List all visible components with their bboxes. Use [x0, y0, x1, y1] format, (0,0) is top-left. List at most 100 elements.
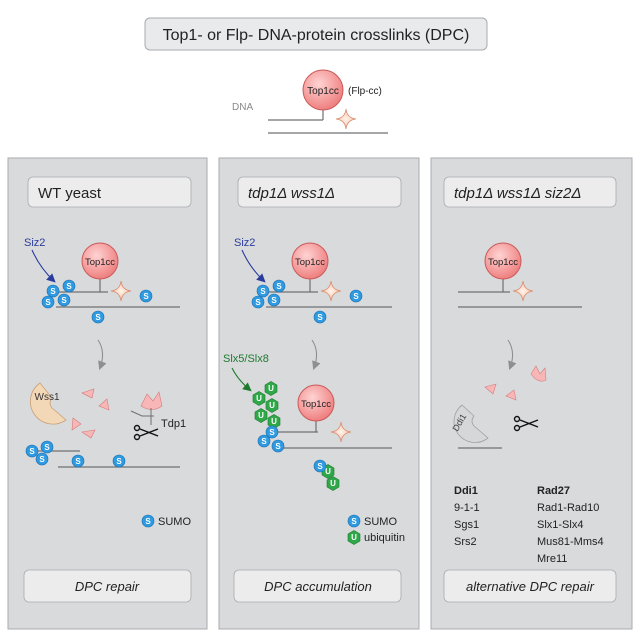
- panel-wt-title: WT yeast: [38, 185, 102, 202]
- svg-text:S: S: [116, 457, 122, 466]
- slx5-slx8-label: Slx5/Slx8: [223, 353, 269, 365]
- svg-text:S: S: [275, 442, 281, 451]
- dna-lesion-star-icon: [110, 280, 132, 302]
- ubiquitin-chain: U U U U U U U: [252, 381, 340, 491]
- top1cc-label: Top1cc: [85, 257, 115, 268]
- sumo-icon: [141, 514, 155, 528]
- dna-lesion-star-icon: [512, 280, 534, 302]
- wss1-label: Wss1: [35, 392, 60, 403]
- svg-text:U: U: [330, 479, 336, 488]
- panel-tdp1-wss1: tdp1Δ wss1Δ Siz2 Top1cc S S S S S S Slx5…: [218, 157, 420, 630]
- top1cc-label: Top1cc: [488, 257, 518, 268]
- process-arrow-icon: [507, 339, 517, 371]
- panel-wt: WT yeast Siz2 Top1cc S S S S S S Wss1: [7, 157, 208, 630]
- repair-factors-right: Rad27 Rad1-Rad10 Slx1-Slx4 Mus81-Mms4 Mr…: [537, 485, 604, 565]
- sumo-cluster-lower: S S S S: [257, 425, 327, 473]
- wss1-protease: Wss1: [30, 382, 67, 425]
- top1cc-circle: [484, 242, 522, 280]
- svg-text:S: S: [29, 447, 35, 456]
- svg-text:S: S: [353, 292, 359, 301]
- dna-label: DNA: [232, 102, 253, 113]
- svg-text:U: U: [271, 417, 277, 426]
- factor-item: Rad1-Rad10: [537, 502, 599, 514]
- siz2-arrow-icon: [31, 249, 56, 283]
- scissors-icon: [133, 424, 159, 441]
- factor-header-rad27: Rad27: [537, 485, 570, 497]
- legend-label: SUMO: [158, 516, 191, 528]
- svg-text:S: S: [95, 313, 101, 322]
- top1cc-circle: [297, 384, 335, 422]
- repair-factors-left: Ddi1 9-1-1 Sgs1 Srs2: [454, 485, 480, 548]
- factor-item: Srs2: [454, 536, 477, 548]
- svg-text:S: S: [143, 292, 149, 301]
- factor-item: 9-1-1: [454, 502, 480, 514]
- top1cc-label: Top1cc: [295, 257, 325, 268]
- sumo-cluster: S S S S S S: [41, 279, 153, 324]
- svg-text:S: S: [255, 298, 261, 307]
- panel-2-title: tdp1Δ wss1Δ: [248, 185, 335, 202]
- panel-3-title: tdp1Δ wss1Δ siz2Δ: [454, 185, 581, 202]
- tdp1-label: Tdp1: [161, 418, 186, 430]
- svg-text:U: U: [269, 401, 275, 410]
- svg-text:S: S: [66, 282, 72, 291]
- svg-text:S: S: [50, 287, 56, 296]
- top1-fragments: [71, 388, 110, 439]
- factor-header-ddi1: Ddi1: [454, 485, 478, 497]
- panel-2-footer: DPC accumulation: [264, 579, 372, 594]
- factor-item: Slx1-Slx4: [537, 519, 583, 531]
- svg-text:S: S: [269, 428, 275, 437]
- svg-text:S: S: [351, 517, 357, 526]
- svg-text:S: S: [276, 282, 282, 291]
- legend-sumo: S SUMO: [141, 514, 191, 528]
- svg-text:S: S: [145, 517, 151, 526]
- legend-sumo: S SUMO: [347, 514, 397, 528]
- slx-arrow-icon: [231, 367, 252, 392]
- legend-ubiquitin: U ubiquitin: [347, 530, 405, 545]
- svg-text:S: S: [44, 443, 50, 452]
- svg-text:U: U: [268, 384, 274, 393]
- siz2-label: Siz2: [24, 237, 45, 249]
- svg-text:S: S: [317, 462, 323, 471]
- svg-text:S: S: [75, 457, 81, 466]
- factor-item: Mus81-Mms4: [537, 536, 604, 548]
- siz2-label: Siz2: [234, 237, 255, 249]
- legend-label: SUMO: [364, 516, 397, 528]
- panel-3-footer: alternative DPC repair: [466, 579, 595, 594]
- ddi1-protease: Ddi1: [450, 404, 489, 443]
- svg-text:S: S: [45, 298, 51, 307]
- ubiquitin-icon: [347, 530, 361, 545]
- top1-fragments: [484, 365, 547, 401]
- svg-text:S: S: [261, 437, 267, 446]
- tdp1-enzyme: Tdp1: [130, 391, 186, 441]
- flp-cc-label: (Flp-cc): [348, 86, 382, 97]
- top1cc-label: Top1cc: [307, 86, 339, 97]
- header-box: Top1- or Flp- DNA-protein crosslinks (DP…: [144, 17, 488, 51]
- sumo-icon: [347, 514, 361, 528]
- svg-text:U: U: [325, 467, 331, 476]
- process-arrow-icon: [97, 339, 107, 371]
- top1cc-label: Top1cc: [301, 399, 331, 410]
- top1-remnant-icon: [140, 391, 163, 410]
- top1cc-circle: [302, 69, 344, 111]
- svg-text:U: U: [256, 394, 262, 403]
- dna-lesion-star-icon: [320, 280, 342, 302]
- factor-item: Sgs1: [454, 519, 479, 531]
- header-title: Top1- or Flp- DNA-protein crosslinks (DP…: [163, 27, 470, 44]
- pacman-protease-icon: [30, 382, 67, 425]
- sumo-cluster-released: S S S S S: [25, 440, 126, 468]
- svg-text:U: U: [351, 533, 357, 542]
- dna-lesion-star-icon: [330, 421, 352, 443]
- pacman-protease-icon: [453, 404, 489, 443]
- svg-text:S: S: [61, 296, 67, 305]
- process-arrow-icon: [311, 339, 321, 371]
- dna-lesion-star-icon: [335, 108, 357, 130]
- svg-text:U: U: [258, 411, 264, 420]
- svg-text:S: S: [317, 313, 323, 322]
- siz2-arrow-icon: [241, 249, 266, 283]
- panel-wt-footer: DPC repair: [75, 579, 140, 594]
- factor-item: Mre11: [537, 553, 567, 565]
- top1cc-circle: [81, 242, 119, 280]
- top-dpc-figure: DNA Top1cc (Flp-cc): [232, 69, 388, 134]
